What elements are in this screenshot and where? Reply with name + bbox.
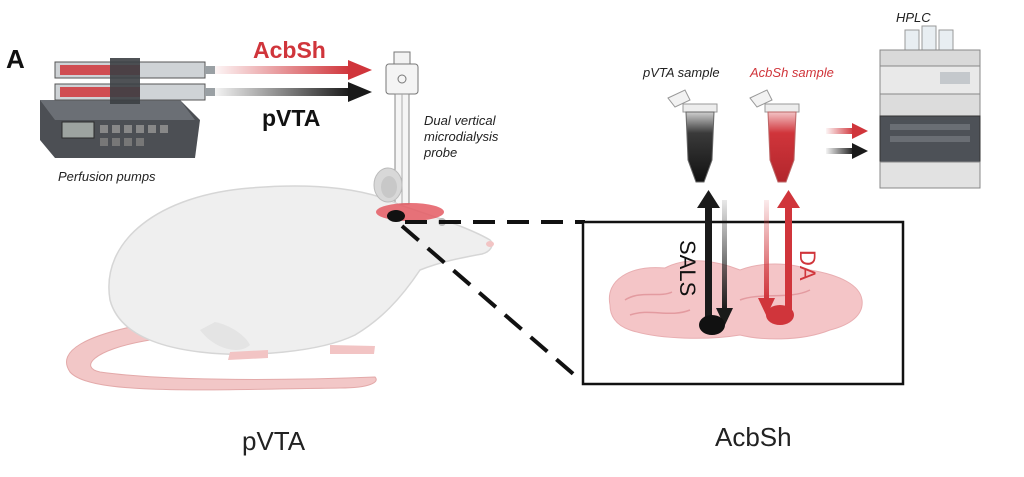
da-label: DA [795,250,820,281]
hplc-arrow-pvta [826,143,868,159]
da-arrow-up [777,190,800,310]
hplc-arrow-acbsh [826,123,868,139]
acbsh-probe-site [766,305,794,325]
sals-label: SALS [675,240,700,296]
sals-arrow-down [716,200,733,326]
flow-arrow-acbsh [215,60,372,80]
da-arrow-down [758,200,775,316]
hplc-label: HPLC [896,10,931,25]
sample-tube-icon [667,89,718,183]
probe-label-line-3: probe [423,145,457,160]
probe-label-line-1: Dual vertical [424,113,497,128]
flow-arrow-pvta [215,82,372,102]
flow-label-pvta: pVTA [262,105,320,131]
sals-arrow-up [697,190,720,320]
hplc-instrument-icon [879,25,981,189]
sample-label-pvta: pVTA sample [642,65,720,80]
pvta-probe-site [699,315,725,335]
sample-label-acbsh: AcbSh sample [749,65,834,80]
brain-icon [608,260,863,340]
probe-label-line-2: microdialysis [424,129,499,144]
bottom-label-pvta: pVTA [242,426,306,456]
probe-icon [385,51,419,210]
syringe-pump-icon [40,58,215,158]
rat-icon [66,167,494,391]
sample-tube-icon [749,89,800,183]
panel-label: A [6,44,25,74]
zoom-connector [400,220,585,380]
pumps-label: Perfusion pumps [58,169,156,184]
flow-label-acbsh: AcbSh [253,37,326,63]
bottom-label-acbsh: AcbSh [715,422,792,452]
